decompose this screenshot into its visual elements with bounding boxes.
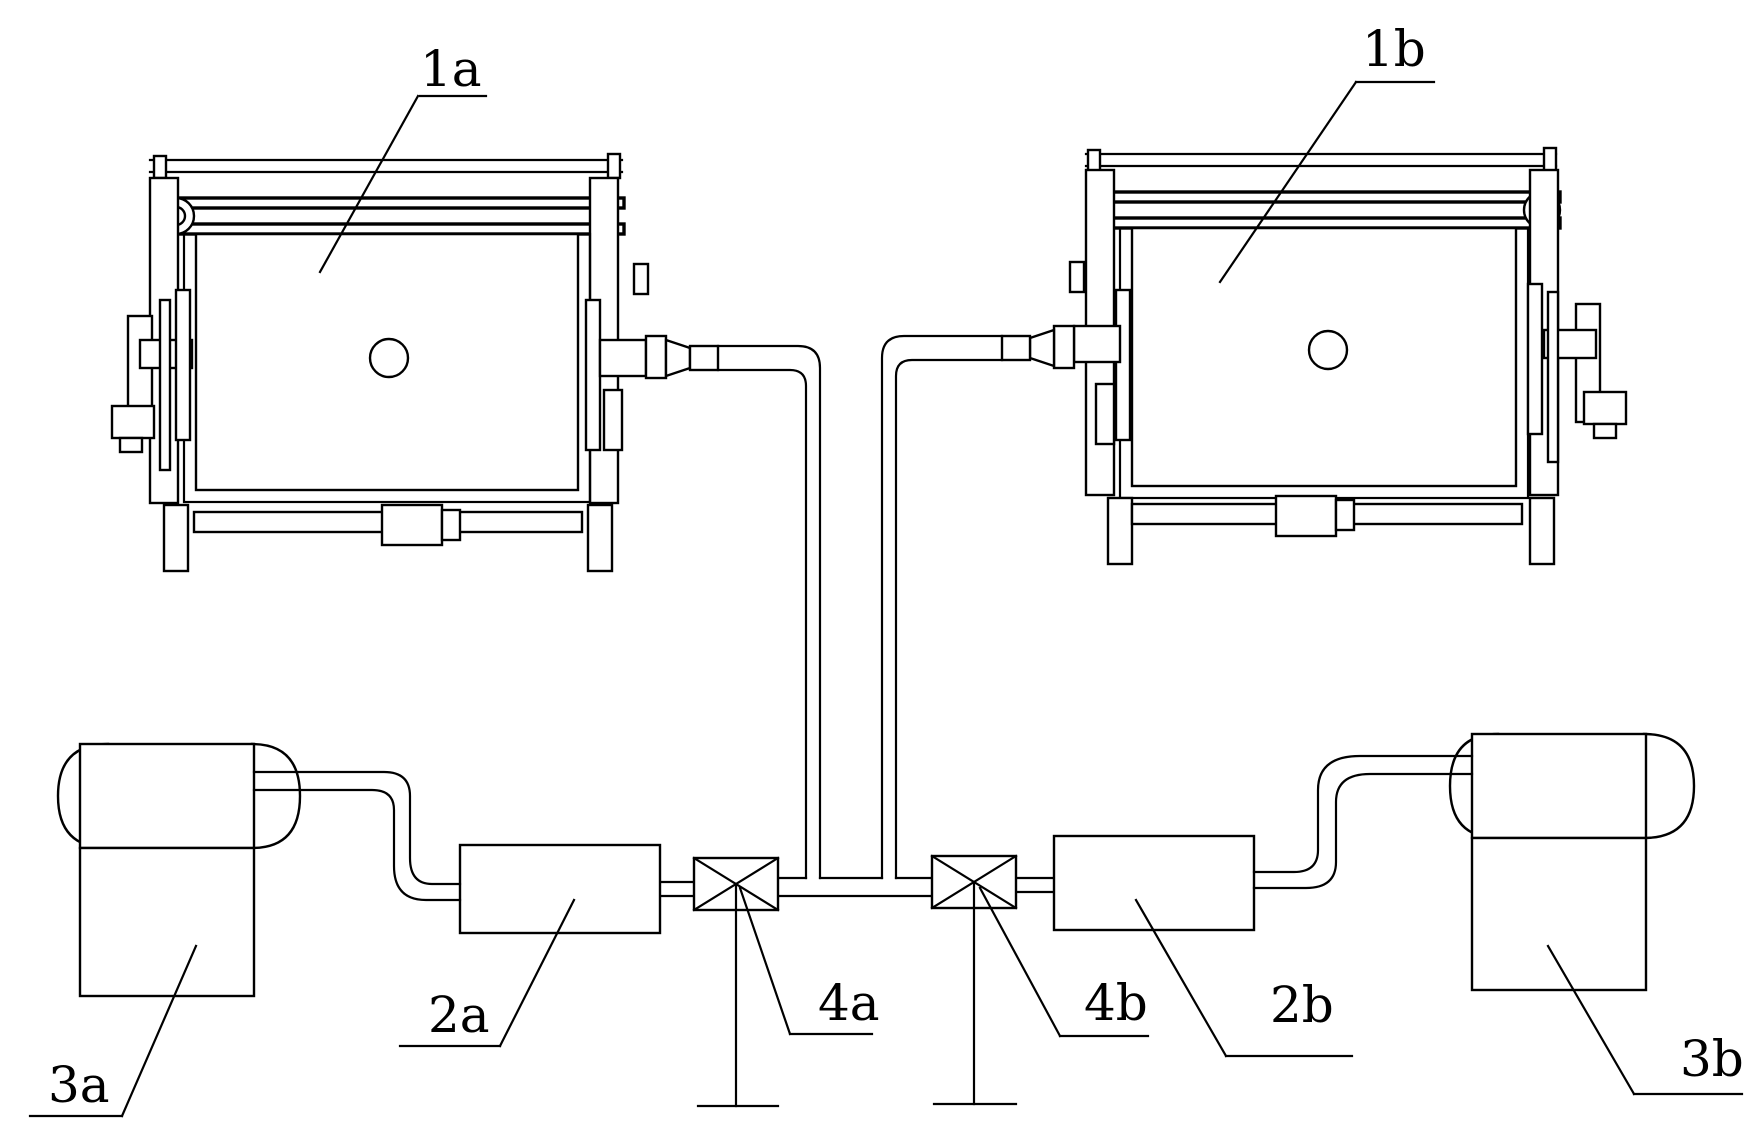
leader-4a	[738, 886, 792, 1036]
pipes-upper	[716, 334, 1004, 880]
valve-4b	[930, 854, 1018, 1106]
leader-4b	[978, 886, 1062, 1038]
label-1b: 1b	[1362, 20, 1426, 78]
tank-3a	[56, 742, 462, 998]
machine-1a	[110, 152, 720, 573]
leader-1a	[318, 94, 420, 274]
label-1a: 1a	[420, 40, 482, 98]
label-2b: 2b	[1270, 976, 1334, 1034]
machine-1b	[1000, 146, 1628, 566]
leader-3b	[1546, 944, 1636, 1096]
leader-2b	[1134, 898, 1228, 1058]
box-2a	[458, 843, 662, 935]
label-4b: 4b	[1084, 974, 1148, 1032]
leader-lines	[28, 80, 1744, 1118]
valve-4a	[692, 856, 780, 1108]
header-pipe	[658, 876, 1056, 898]
label-4a: 4a	[818, 974, 880, 1032]
leader-2a	[498, 898, 576, 1048]
label-3a: 3a	[48, 1056, 110, 1114]
leader-1b	[1218, 80, 1358, 284]
box-2b	[1052, 834, 1256, 932]
label-2a: 2a	[428, 986, 490, 1044]
tank-3b	[1252, 732, 1696, 992]
leader-3a	[120, 944, 198, 1118]
label-3b: 3b	[1680, 1030, 1744, 1088]
